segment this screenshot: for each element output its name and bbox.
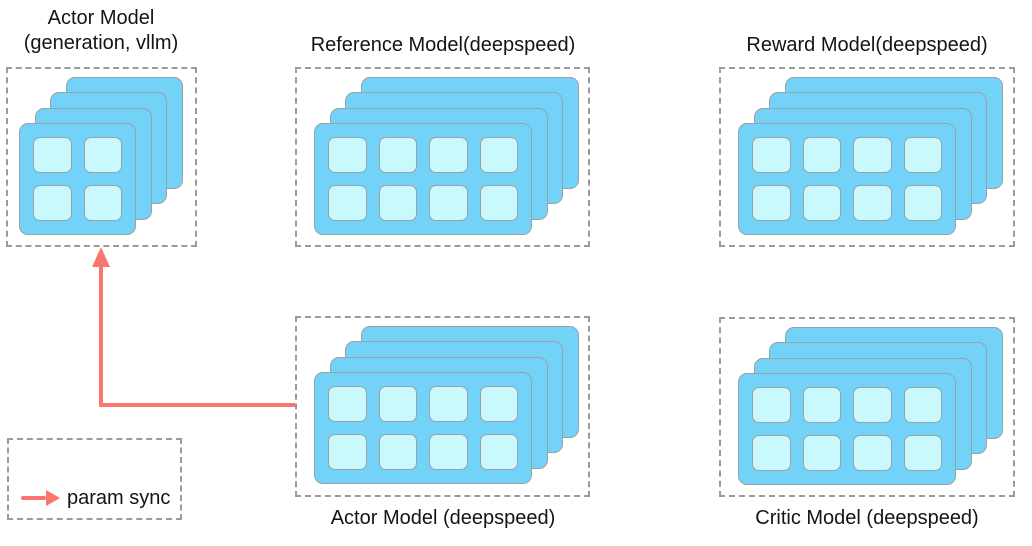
gpu-cell <box>802 435 841 471</box>
actor-vllm-title-line2: (generation, vllm) <box>23 32 179 54</box>
actor-deepspeed-gpu-stack <box>297 318 588 495</box>
gpu-cell <box>33 137 72 173</box>
gpu-cell <box>429 386 468 422</box>
gpu-cell <box>853 137 892 173</box>
gpu-cell <box>802 387 841 423</box>
actor-vllm-model-box <box>6 67 197 247</box>
param-sync-arrowhead-icon <box>92 247 110 267</box>
gpu-cell <box>802 137 841 173</box>
gpu-cell <box>479 137 518 173</box>
legend-box: param sync <box>7 438 182 520</box>
gpu-cell <box>328 137 367 173</box>
reward-gpu-stack <box>721 69 1013 245</box>
reference-model-box <box>295 67 590 247</box>
gpu-card <box>314 123 532 235</box>
gpu-cell <box>903 137 942 173</box>
critic-model-label: Critic Model (deepspeed) <box>755 507 979 529</box>
gpu-cell <box>328 185 367 221</box>
gpu-card <box>19 123 136 235</box>
gpu-cell <box>853 435 892 471</box>
reference-gpu-stack <box>297 69 588 245</box>
gpu-cell <box>378 137 417 173</box>
legend-arrow-icon <box>46 490 60 506</box>
gpu-cell <box>378 185 417 221</box>
gpu-cell <box>83 185 122 221</box>
gpu-cell <box>328 386 367 422</box>
gpu-cell <box>903 185 942 221</box>
critic-gpu-stack <box>721 319 1013 495</box>
gpu-cell <box>802 185 841 221</box>
gpu-cell <box>752 185 791 221</box>
gpu-cell <box>429 137 468 173</box>
gpu-card <box>314 372 532 484</box>
gpu-cell <box>378 434 417 470</box>
gpu-cell <box>479 386 518 422</box>
gpu-cell <box>479 185 518 221</box>
gpu-cell <box>853 387 892 423</box>
actor-vllm-gpu-stack <box>8 69 195 245</box>
gpu-cell <box>752 435 791 471</box>
gpu-card <box>738 123 956 235</box>
gpu-cell <box>903 387 942 423</box>
actor-vllm-title-line1: Actor Model <box>47 7 155 29</box>
gpu-cell <box>752 137 791 173</box>
reference-model-title: Reference Model(deepspeed) <box>310 34 576 56</box>
actor-vllm-title: Actor Model (generation, vllm) <box>1 6 201 56</box>
gpu-cell <box>378 386 417 422</box>
gpu-cell <box>328 434 367 470</box>
gpu-cell <box>853 185 892 221</box>
actor-deepspeed-model-box <box>295 316 590 497</box>
gpu-cell <box>479 434 518 470</box>
legend-label: param sync <box>67 487 171 509</box>
gpu-card <box>738 373 956 485</box>
gpu-cell <box>83 137 122 173</box>
gpu-cell <box>429 185 468 221</box>
legend-arrow-line <box>21 496 46 500</box>
gpu-cell <box>429 434 468 470</box>
gpu-cell <box>903 435 942 471</box>
gpu-cell <box>752 387 791 423</box>
reward-model-title: Reward Model(deepspeed) <box>746 34 988 56</box>
critic-model-box <box>719 317 1015 497</box>
actor-deepspeed-label: Actor Model (deepspeed) <box>330 507 556 529</box>
reward-model-box <box>719 67 1015 247</box>
gpu-cell <box>33 185 72 221</box>
param-sync-arrow-vertical <box>99 265 103 407</box>
param-sync-arrow-horizontal <box>99 403 296 407</box>
